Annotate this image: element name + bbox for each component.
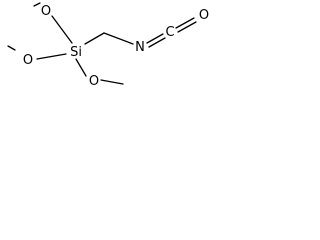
chemical-structure-diagram: Si O O O N C O bbox=[7, 2, 209, 89]
bond-si-otop bbox=[51, 15, 73, 44]
bond-obottom-ch3 bbox=[100, 79, 124, 85]
bond-si-ch2 bbox=[84, 32, 105, 45]
atom-nitrogen: N bbox=[135, 40, 145, 55]
bond-c-o-line2 bbox=[177, 21, 197, 33]
bond-n-c-line1 bbox=[146, 33, 164, 44]
bond-n-c-line2 bbox=[148, 37, 166, 48]
bond-si-oleft bbox=[36, 53, 67, 60]
atom-oxygen-top: O bbox=[41, 4, 51, 19]
bond-si-obottom bbox=[75, 58, 87, 77]
atom-oxygen-bottom: O bbox=[89, 74, 99, 89]
bond-otop-ch3 bbox=[33, 2, 41, 7]
atom-carbon: C bbox=[165, 25, 174, 40]
atom-silicon: Si bbox=[70, 45, 82, 60]
bond-ch2-n bbox=[103, 32, 134, 45]
atom-oxygen-left: O bbox=[23, 53, 33, 68]
bond-c-o-line1 bbox=[175, 17, 195, 29]
atom-oxygen-right: O bbox=[199, 8, 209, 23]
bond-oleft-ch3 bbox=[7, 45, 16, 51]
